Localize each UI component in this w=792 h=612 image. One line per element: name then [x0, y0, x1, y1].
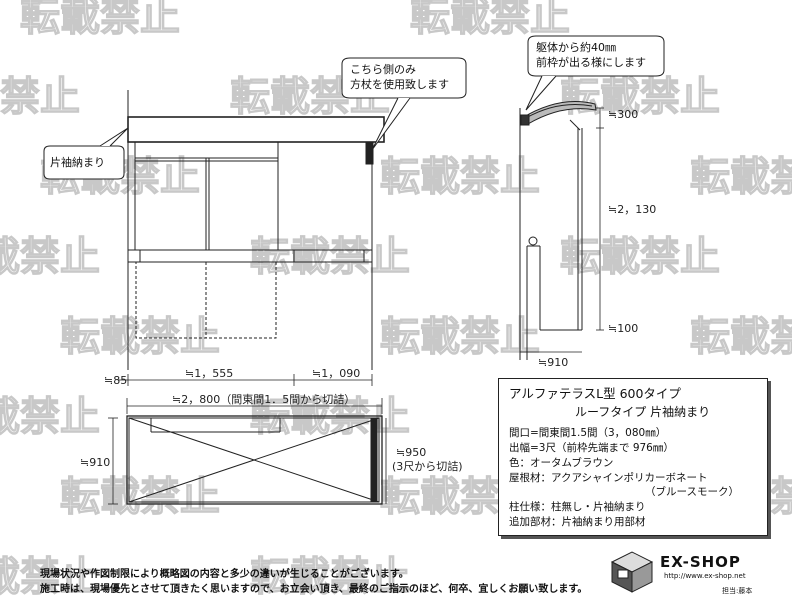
bubble-top-tail	[371, 97, 411, 151]
dim-text-910-left: ≒910	[80, 456, 110, 469]
roof-plan-outline	[126, 415, 383, 505]
watermark-text: 転載禁止	[60, 474, 220, 520]
spec-title: アルファテラスL型 600タイプ	[509, 386, 681, 401]
footer-note-2: 施工時は、現場優先とさせて頂きたく思いますので、お立会い頂き、最終のご指示のほど…	[40, 584, 588, 595]
spec-subtitle: ルーフタイプ 片袖納まり	[575, 405, 711, 419]
dim-text-2800: ≒2，800（間東間1．5間から切詰）	[172, 392, 355, 406]
spec-line: 間口=間東間1.5間（3，080㎜）	[509, 427, 667, 439]
deck-board	[127, 249, 373, 263]
spec-line: 出幅=3尺（前枠先端まで 976㎜）	[509, 442, 674, 454]
front-frame-section	[520, 114, 530, 126]
callout-bubbles	[43, 35, 665, 180]
bubble-top-line-2: 方杖を使用致します	[350, 78, 449, 91]
spec-line: 色：オータムブラウン	[509, 457, 614, 469]
bubble-top-line-1: こちら側のみ	[350, 63, 416, 76]
bubble-side-line-2: 前枠が出る様にします	[536, 56, 646, 69]
bubble-left-shape	[43, 145, 125, 180]
logo-name: EX-SHOP	[660, 553, 741, 571]
watermark-text: 転載禁止	[560, 74, 720, 120]
spec-line: 追加部材：片袖納まり用部材	[509, 516, 646, 528]
side-section	[519, 101, 604, 360]
brace-block	[365, 141, 374, 165]
dim-text-100: ≒100	[608, 322, 638, 335]
dim-text-300: ≒300	[608, 108, 638, 121]
dim-text-1090: ≒1，090	[312, 367, 360, 380]
watermark-text: 転載禁止	[0, 234, 100, 280]
spec-line: （ブルースモーク）	[645, 486, 739, 498]
side-member	[370, 417, 378, 503]
dim-text-910: ≒910	[538, 356, 568, 369]
roof-profile	[521, 101, 597, 125]
logo-url: http://www.ex-shop.net	[664, 572, 746, 580]
bubble-side-shape	[527, 35, 665, 77]
dim-text-1555: ≒1，555	[185, 367, 233, 380]
front-elevation	[127, 90, 385, 370]
footer-note-1: 現場状況や作図制限により概略図の内容と多少の違いが生じることがございます。	[40, 569, 409, 580]
spec-line: 屋根材：アクアシャインポリカーボネート	[509, 472, 708, 484]
spec-line: 柱仕様：柱無し・片袖納まり	[509, 501, 646, 513]
dim-text-2130: ≒2，130	[608, 203, 656, 216]
watermark-text: 転載禁止	[250, 394, 410, 440]
logo-cube-icon	[610, 551, 654, 593]
bubble-top-shape	[341, 57, 467, 99]
watermark-text: 転載禁止	[250, 234, 410, 280]
roof-front-frame	[127, 116, 385, 143]
dimension-lines	[108, 374, 387, 505]
watermark-text: 転載禁止	[380, 154, 540, 200]
dim-text-85: ≒85	[104, 374, 127, 387]
logo-staff: 担当:藤本	[722, 587, 753, 595]
watermark-text: 転載禁止	[60, 314, 220, 360]
watermark-text: 転載禁止	[0, 74, 80, 120]
watermark-text: 転載禁止	[560, 234, 720, 280]
dim-text-950: ≒950	[396, 446, 426, 459]
bubble-side-tail	[525, 75, 557, 111]
watermark-text: 転載禁止	[250, 554, 410, 600]
post-cap	[528, 236, 538, 246]
bubble-left-text: 片袖納まり	[50, 156, 105, 169]
watermark-text: 転載禁止	[690, 154, 792, 200]
watermark-text: 転載禁止	[0, 554, 100, 600]
dim-text-950-note: (3尺から切詰)	[392, 459, 463, 473]
watermark-text: 転載禁止	[690, 314, 792, 360]
watermark-text: 転載禁止	[380, 314, 540, 360]
roof-diagonal	[128, 417, 380, 503]
plan-view	[126, 415, 383, 505]
bubble-side-line-1: 躯体から約40㎜	[536, 41, 616, 54]
watermark-text: 転載禁止	[410, 0, 570, 40]
roof-curve	[525, 104, 593, 119]
watermark-text: 転載禁止	[20, 0, 180, 40]
watermark-text: 転載禁止	[0, 394, 100, 440]
spec-box: アルファテラスL型 600タイプ ルーフタイプ 片袖納まり 間口=間東間1.5間…	[498, 378, 768, 536]
bubble-left-tail	[99, 127, 129, 147]
roof-plan-inner	[128, 417, 380, 503]
